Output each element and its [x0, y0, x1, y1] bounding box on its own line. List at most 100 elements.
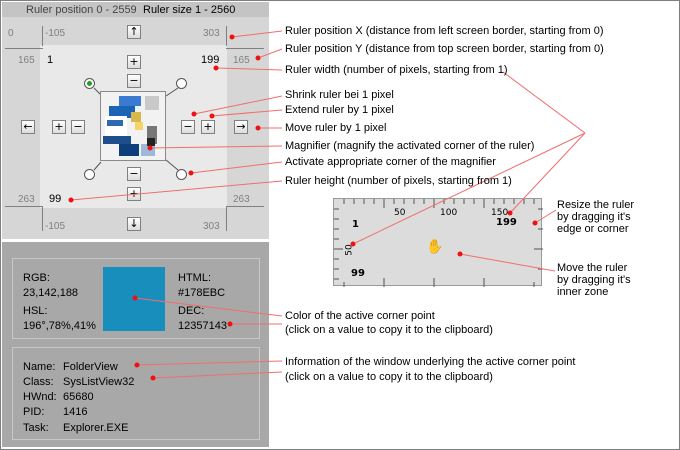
hand-icon: ✋ — [426, 239, 444, 255]
dec-label: DEC: — [178, 305, 205, 317]
guide-line — [5, 48, 43, 49]
shrink-top-button[interactable]: − — [127, 74, 141, 88]
annotation-color-1: Color of the active corner point — [285, 310, 435, 322]
guide-line — [42, 206, 43, 231]
rgb-label: RGB: — [23, 272, 50, 284]
annotation-movedrag-2: by dragging it's — [557, 274, 631, 286]
annotation-resize-3: edge or corner — [557, 223, 629, 235]
info-hwnd-value[interactable]: 65680 — [63, 391, 94, 403]
ruler-position-range: Ruler position 0 - 2559 — [26, 4, 137, 16]
ruler-x-right[interactable]: 303 — [203, 28, 220, 39]
ruler-header — [2, 2, 269, 17]
arrow-left-icon: ← — [23, 120, 33, 133]
info-name-value[interactable]: FolderView — [63, 361, 118, 373]
corner-bottom-right-radio[interactable] — [176, 169, 187, 180]
shrink-bottom-button[interactable]: − — [127, 167, 141, 181]
ruler-bottom-left: -105 — [45, 221, 66, 232]
annotation-activate: Activate appropriate corner of the magni… — [285, 156, 496, 168]
info-name-label: Name: — [23, 361, 56, 373]
color-group — [12, 258, 260, 339]
annotation-resize-2: by dragging it's — [557, 211, 631, 223]
ruler-x-left[interactable]: 0 — [8, 28, 14, 39]
ruler-height-value[interactable]: 99 — [49, 193, 62, 205]
demo-tick-label: 50 — [394, 208, 406, 218]
demo-corner-bl: 99 — [351, 268, 365, 279]
hsl-value[interactable]: 196°,78%,41% — [23, 320, 96, 332]
annotation-width: Ruler width (number of pixels, starting … — [285, 64, 508, 76]
extend-left-button[interactable]: + — [52, 120, 66, 134]
guide-line — [226, 206, 227, 231]
rgb-value[interactable]: 23,142,188 — [23, 287, 79, 299]
info-class-value[interactable]: SysListView32 — [63, 376, 135, 388]
annotation-shrink: Shrink ruler bei 1 pixel — [285, 89, 394, 101]
annotation-color-2: (click on a value to copy it to the clip… — [285, 324, 493, 336]
ruler-y-value[interactable]: 165 — [18, 55, 35, 66]
ruler-x-value[interactable]: -105 — [45, 28, 66, 39]
extend-top-button[interactable]: + — [127, 55, 141, 69]
info-class-label: Class: — [23, 376, 54, 388]
minus-icon: − — [129, 74, 139, 87]
guide-line — [226, 26, 227, 46]
ruler-size-range: Ruler size 1 - 2560 — [143, 4, 236, 16]
minus-icon: − — [183, 120, 193, 133]
demo-tick-label: 150 — [491, 208, 509, 218]
info-task-value[interactable]: Explorer.EXE — [63, 422, 129, 434]
arrow-right-icon: → — [236, 120, 246, 133]
magnified-pixels — [101, 92, 165, 160]
annotation-position-x: Ruler position X (distance from left scr… — [285, 25, 604, 37]
annotation-move: Move ruler by 1 pixel — [285, 122, 387, 134]
plus-icon: + — [54, 120, 64, 133]
shrink-left-button[interactable]: − — [71, 120, 85, 134]
guide-line — [226, 48, 264, 49]
guide-line — [5, 206, 43, 207]
ruler-width-value[interactable]: 199 — [201, 54, 220, 66]
extend-right-button[interactable]: + — [201, 120, 215, 134]
info-task-label: Task: — [23, 422, 49, 434]
annotation-extend: Extend ruler by 1 pixel — [285, 104, 394, 116]
annotation-position-y: Ruler position Y (distance from top scre… — [285, 43, 604, 55]
dec-value[interactable]: 12357143 — [178, 320, 227, 332]
demo-corner-tr: 199 — [496, 217, 517, 228]
demo-corner-tl: 1 — [352, 219, 359, 230]
move-up-button[interactable]: ↑ — [127, 25, 141, 39]
minus-icon: − — [73, 120, 83, 133]
arrow-up-icon: ↑ — [129, 25, 139, 38]
ruler-corner-label: 1 — [47, 54, 54, 66]
annotation-height: Ruler height (number of pixels, starting… — [285, 175, 512, 187]
annotation-movedrag-3: inner zone — [557, 286, 609, 298]
annotation-resize-1: Resize the ruler — [557, 199, 635, 211]
html-value[interactable]: #178EBC — [178, 287, 226, 299]
demo-tick-label: 100 — [440, 208, 458, 218]
guide-line — [226, 206, 264, 207]
info-hwnd-label: HWnd: — [23, 391, 57, 403]
plus-icon: + — [203, 120, 213, 133]
ruler-y-right[interactable]: 165 — [233, 55, 250, 66]
annotation-magnifier: Magnifier (magnify the activated corner … — [285, 140, 535, 152]
demo-ruler: 50 100 150 50 1 199 99 ✋ — [333, 198, 543, 287]
plus-icon: + — [129, 187, 139, 200]
arrow-down-icon: ↓ — [129, 217, 139, 230]
ruler-y-bottom[interactable]: 263 — [18, 194, 35, 205]
html-label: HTML: — [178, 272, 211, 284]
ruler-y-bottom-right[interactable]: 263 — [233, 194, 250, 205]
hsl-label: HSL: — [23, 305, 48, 317]
move-left-button[interactable]: ← — [21, 120, 35, 134]
plus-icon: + — [129, 55, 139, 68]
demo-ruler-ticks — [334, 199, 543, 287]
move-right-button[interactable]: → — [234, 120, 248, 134]
corner-top-left-radio[interactable] — [84, 78, 95, 89]
annotation-info-2: (click on a value to copy it to the clip… — [285, 371, 493, 383]
annotation-movedrag-1: Move the ruler — [557, 262, 628, 274]
info-pid-label: PID: — [23, 406, 45, 418]
window-group — [12, 347, 260, 440]
shrink-right-button[interactable]: − — [181, 120, 195, 134]
move-down-button[interactable]: ↓ — [127, 217, 141, 231]
annotation-info-1: Information of the window underlying the… — [285, 356, 576, 368]
info-pid-value[interactable]: 1416 — [63, 406, 88, 418]
ruler-bottom-right: 303 — [203, 221, 220, 232]
corner-top-right-radio[interactable] — [176, 78, 187, 89]
magnifier-view — [100, 91, 166, 161]
corner-bottom-left-radio[interactable] — [84, 169, 95, 180]
